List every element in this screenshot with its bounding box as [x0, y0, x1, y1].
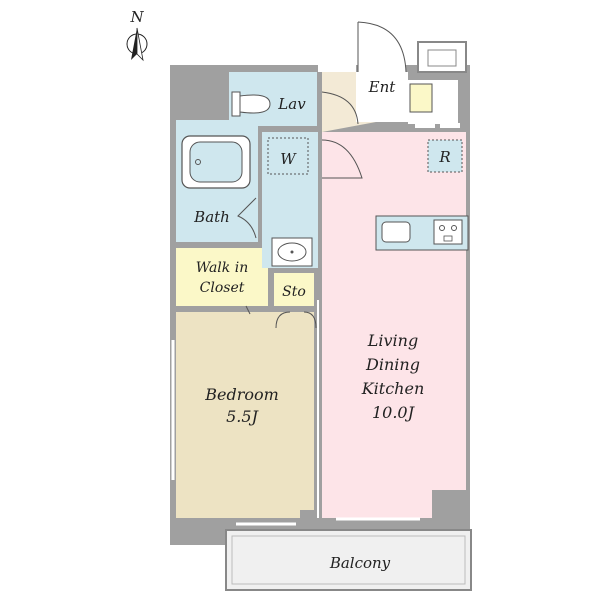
- bath-label: Bath: [193, 208, 230, 226]
- lav-door-icon: [321, 91, 359, 125]
- r-label: R: [438, 148, 450, 166]
- ldk-label-line2: Dining: [365, 355, 420, 374]
- shoe-cabinet-icon: [409, 83, 433, 113]
- north-arrow-icon: [126, 27, 148, 62]
- walk-in-closet-label-line2: Closet: [200, 280, 245, 296]
- washer-space-icon: [267, 137, 309, 175]
- toilet-icon: [231, 91, 271, 117]
- compass-label: N: [129, 8, 144, 26]
- ldk-room: [322, 132, 466, 518]
- w-label: W: [280, 150, 297, 168]
- bathtub-icon: [181, 135, 251, 189]
- storage-door-icon: [275, 311, 317, 329]
- sto-label: Sto: [282, 284, 306, 300]
- entrance-door-icon: [357, 20, 407, 73]
- balcony-label: Balcony: [329, 554, 391, 572]
- duct-shaft: [417, 41, 467, 73]
- kitchen-counter-icon: [375, 215, 469, 251]
- lav-label: Lav: [277, 95, 306, 113]
- ldk-label-line1: Living: [367, 331, 418, 350]
- labels: Lav Ent W Bath R Walk in Closet Sto Bedr…: [193, 78, 450, 426]
- compass: N: [126, 8, 148, 62]
- balcony-area: [225, 529, 472, 591]
- fixtures: [171, 20, 469, 526]
- ent-label: Ent: [368, 78, 397, 96]
- refrigerator-space-icon: [427, 139, 463, 173]
- storage-room: [274, 273, 314, 306]
- ldk-door-icon: [321, 139, 363, 179]
- ldk-label-line3: Kitchen: [361, 379, 425, 398]
- walk-in-closet-room: [176, 248, 268, 306]
- closet-door-icon: [245, 305, 251, 315]
- balcony: Balcony: [225, 529, 472, 591]
- walk-in-closet-label-line1: Walk in: [196, 260, 248, 276]
- bedroom-label-line2: 5.5J: [226, 407, 259, 426]
- entrance-floor: [356, 72, 408, 122]
- wash-basin-icon: [271, 237, 313, 267]
- ldk-label-line4: 10.0J: [372, 403, 416, 422]
- bedroom-label-line1: Bedroom: [204, 385, 279, 404]
- bath-door-icon: [237, 197, 257, 239]
- bedroom-room: [176, 312, 314, 518]
